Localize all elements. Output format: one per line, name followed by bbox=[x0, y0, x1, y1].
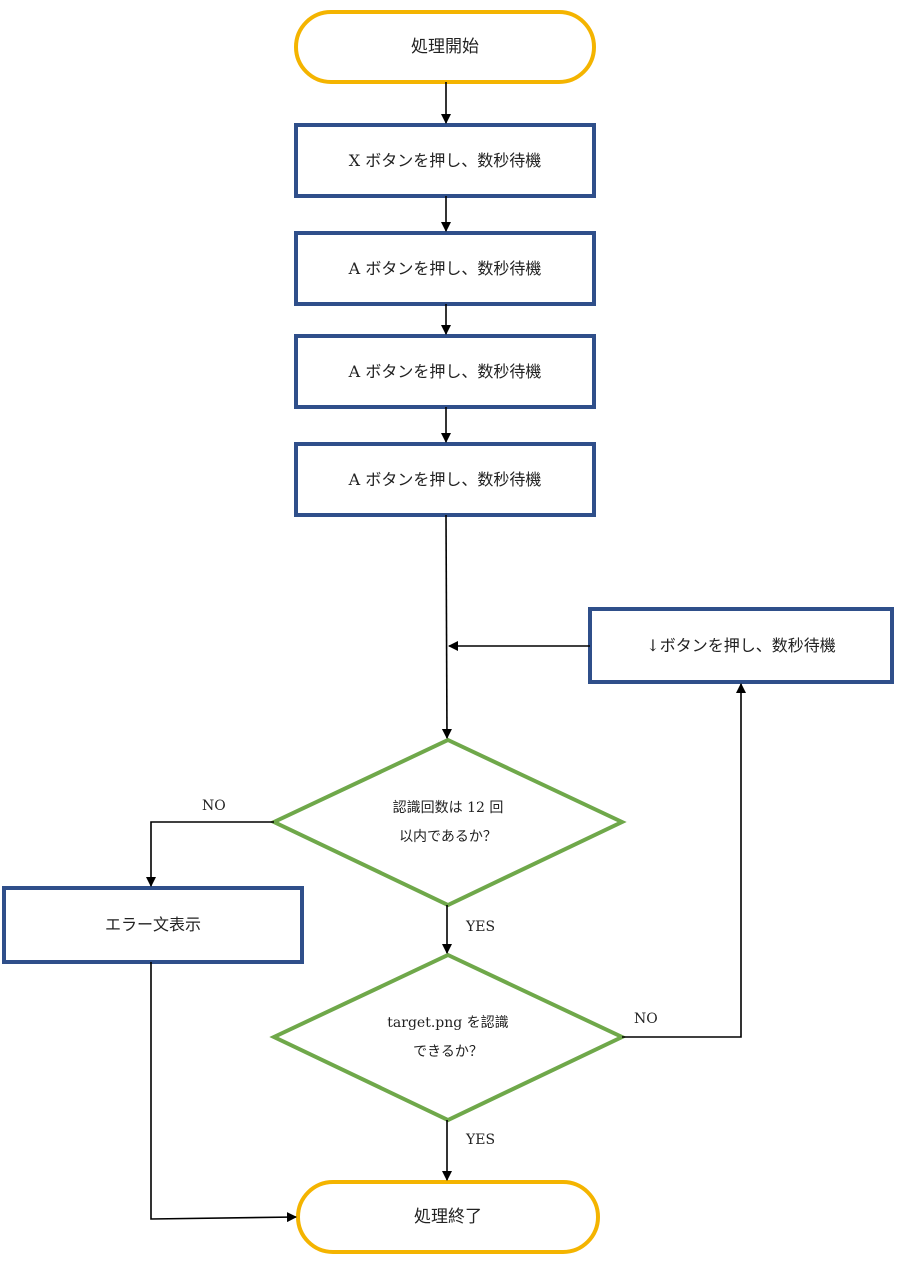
count-yes-label: YES bbox=[466, 919, 496, 935]
arrow-count-no-to-error bbox=[146, 821, 274, 887]
step-a3-box bbox=[294, 442, 596, 517]
step-a2-box bbox=[294, 334, 596, 409]
decision-target-label: target.png を認識 できるか？ bbox=[324, 1005, 572, 1071]
step-x-label: X ボタンを押し、数秒待機 bbox=[348, 150, 542, 170]
decision-count-label: 認識回数は 12 回 以内であるか？ bbox=[324, 790, 572, 856]
decision-target-line2: できるか？ bbox=[413, 1044, 483, 1060]
step-a2-label: A ボタンを押し、数秒待機 bbox=[348, 361, 542, 381]
decision-count-line1: 認識回数は 12 回 bbox=[392, 800, 504, 817]
step-a3-label: A ボタンを押し、数秒待機 bbox=[348, 469, 542, 489]
arrow-target-no-to-down bbox=[622, 683, 746, 1038]
start-terminal bbox=[294, 10, 596, 84]
target-yes-label: YES bbox=[466, 1132, 496, 1148]
arrow-a3-to-count bbox=[441, 514, 452, 739]
step-a1-box bbox=[294, 231, 596, 306]
count-no-label: NO bbox=[202, 798, 226, 814]
arrow-error-to-end bbox=[150, 962, 297, 1223]
start-label: 処理開始 bbox=[411, 36, 479, 57]
decision-target-line1: target.png を認識 bbox=[387, 1015, 509, 1032]
end-label: 処理終了 bbox=[414, 1206, 482, 1227]
step-a1-label: A ボタンを押し、数秒待機 bbox=[348, 258, 542, 278]
end-terminal bbox=[296, 1180, 600, 1254]
step-x-box bbox=[294, 123, 596, 198]
error-label: エラー文表示 bbox=[104, 915, 201, 935]
step-down-box bbox=[588, 607, 894, 684]
error-box bbox=[2, 886, 304, 964]
decision-target-shape bbox=[269, 952, 627, 1123]
decision-count-shape bbox=[269, 737, 627, 908]
decision-count-line2: 以内であるか？ bbox=[399, 829, 497, 845]
step-down-label: ↓ボタンを押し、数秒待機 bbox=[646, 635, 836, 655]
target-no-label: NO bbox=[634, 1011, 658, 1027]
